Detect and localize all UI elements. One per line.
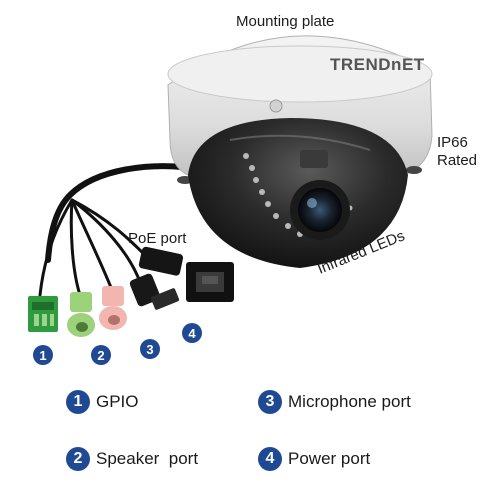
legend-item-power: 4 Power port: [258, 447, 370, 471]
speaker-jack: [67, 292, 95, 337]
legend-label-speaker: Speaker port: [96, 449, 199, 468]
infrared-leds: [243, 153, 353, 237]
legend-label-gpio: GPIO: [96, 392, 139, 411]
legend-badge-3: 3: [258, 390, 282, 414]
legend-badge-2: 2: [66, 447, 90, 471]
legend-label-power: Power port: [288, 449, 371, 468]
brand-logo: TRENDnET: [330, 55, 425, 74]
ip66-label: IP66: [437, 134, 468, 151]
gpio-connector: [28, 296, 58, 332]
port-badge-2: 2: [91, 345, 111, 365]
legend-badge-4: 4: [258, 447, 282, 471]
legend-label-microphone: Microphone port: [288, 392, 411, 411]
legend-item-speaker: 2 Speaker port: [66, 447, 198, 471]
poe-port-label: PoE port: [128, 230, 187, 247]
port-badge-4: 4: [182, 323, 202, 343]
legend-badge-1: 1: [66, 390, 90, 414]
rated-label: Rated: [437, 152, 478, 169]
camera-lens: [290, 150, 350, 240]
legend-item-gpio: 1 GPIO: [66, 390, 139, 414]
microphone-jack: [99, 286, 127, 330]
legend-item-microphone: 3 Microphone port: [258, 390, 411, 414]
poe-connector: [138, 246, 234, 302]
cable-bundle: [38, 163, 208, 297]
mounting-plate-label: Mounting plate: [236, 13, 335, 30]
port-badge-1: 1: [33, 345, 53, 365]
port-badge-3: 3: [140, 339, 160, 359]
power-connector: [129, 273, 180, 310]
